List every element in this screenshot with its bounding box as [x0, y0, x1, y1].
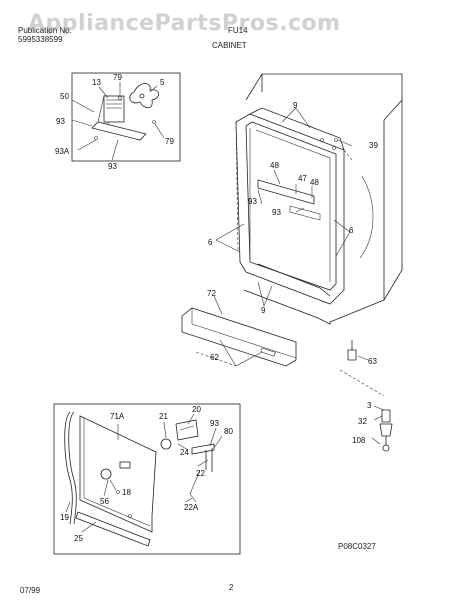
label-22: 22 — [196, 469, 205, 478]
door-frame — [235, 113, 345, 305]
model-number: FU14 — [228, 26, 248, 35]
label-22A: 22A — [184, 503, 199, 512]
label-50: 50 — [60, 92, 69, 101]
label-80: 80 — [224, 427, 233, 436]
back-panel — [79, 415, 157, 533]
label-71A: 71A — [110, 412, 125, 421]
label-93-inset-bottom: 93 — [210, 419, 219, 428]
label-48-upper: 48 — [270, 161, 279, 170]
section-title: CABINET — [212, 41, 247, 50]
label-21: 21 — [159, 412, 168, 421]
label-32: 32 — [358, 417, 367, 426]
toe-grille — [181, 307, 297, 367]
label-39: 39 — [369, 141, 378, 150]
label-6-right: 6 — [349, 226, 354, 235]
label-9-top: 9 — [293, 101, 298, 110]
watermark-text: AppliancePartsPros.com — [28, 11, 341, 36]
diagram-code: P08C0327 — [338, 542, 376, 551]
label-93A: 93A — [55, 147, 70, 156]
label-3: 3 — [367, 401, 372, 410]
label-5: 5 — [160, 78, 165, 87]
label-93-bottom: 93 — [108, 162, 117, 171]
footer-date: 07/99 — [20, 586, 41, 595]
fan-inset-box — [71, 72, 181, 162]
cabinet-shell — [243, 73, 403, 325]
label-62: 62 — [210, 353, 219, 362]
label-93-inset: 93 — [56, 117, 65, 126]
label-6-left: 6 — [208, 238, 213, 247]
back-panel-inset-box — [53, 403, 241, 555]
label-19: 19 — [60, 513, 69, 522]
label-72: 72 — [207, 289, 216, 298]
footer-page: 2 — [229, 583, 234, 592]
label-63: 63 — [368, 357, 377, 366]
publication-label: Publication No. — [18, 26, 72, 35]
label-56: 56 — [100, 497, 109, 506]
label-79-top: 79 — [113, 73, 122, 82]
label-20: 20 — [192, 405, 201, 414]
label-9-bottom: 9 — [261, 306, 266, 315]
label-79-right: 79 — [165, 137, 174, 146]
label-93-left: 93 — [248, 197, 257, 206]
publication-number: 5995338599 — [18, 35, 63, 44]
label-108: 108 — [352, 436, 366, 445]
label-24: 24 — [180, 448, 189, 457]
label-48-lower: 48 — [310, 178, 319, 187]
label-93-mid: 93 — [272, 208, 281, 217]
label-18: 18 — [122, 488, 131, 497]
label-25: 25 — [74, 534, 83, 543]
label-47: 47 — [298, 174, 307, 183]
label-13: 13 — [92, 78, 101, 87]
